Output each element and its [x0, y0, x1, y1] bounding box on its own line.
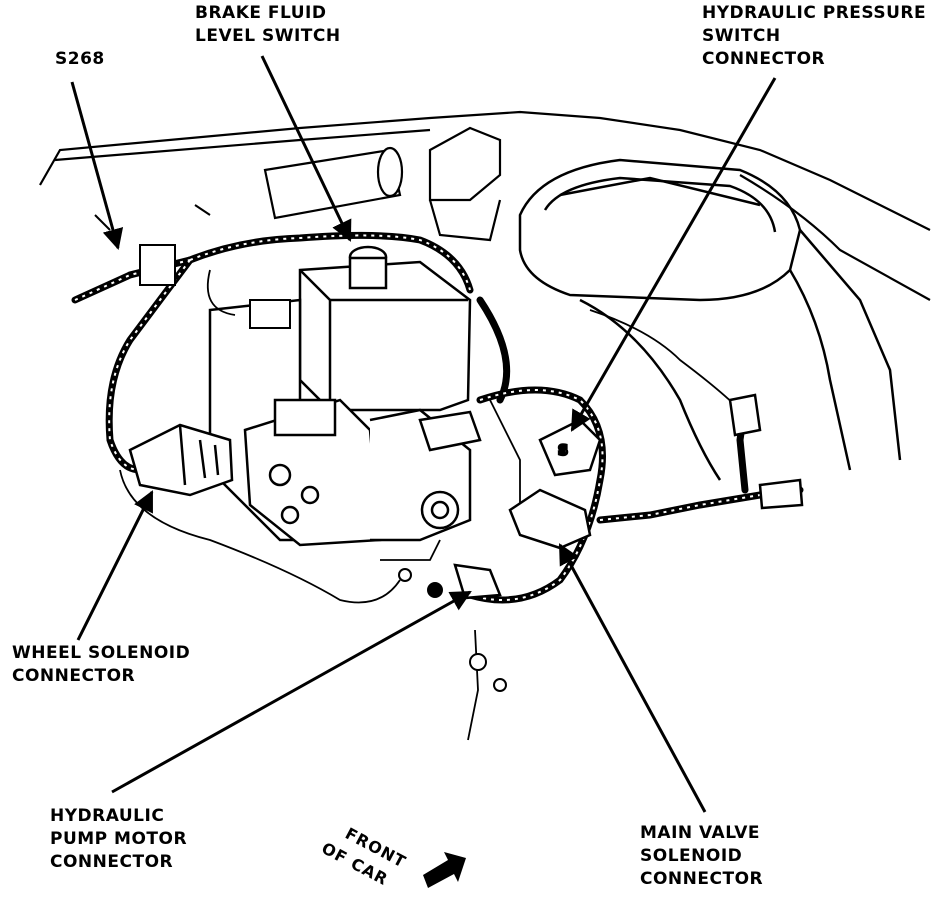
- hydraulic-pump-motor-connector-label: HYDRAULIC PUMP MOTOR CONNECTOR: [50, 806, 188, 872]
- valve-block: [208, 298, 482, 547]
- pressure-switch-leader: [570, 77, 777, 432]
- svg-text:S: S: [558, 443, 568, 459]
- s268-label: S268: [55, 49, 105, 69]
- fender-outline: [39, 110, 931, 301]
- accumulator: [263, 126, 502, 242]
- hydraulic-pressure-switch-label: HYDRAULIC PRESSURE SWITCH CONNECTOR: [702, 3, 927, 69]
- brake-fluid-leader: [260, 55, 352, 242]
- pump-motor-leader: [111, 590, 472, 794]
- wheel-solenoid-leader: [76, 490, 154, 641]
- pressure-switch-connector-shape: S: [538, 418, 602, 477]
- front-of-car-arrow: [423, 852, 466, 888]
- air-cleaner-housing: [518, 158, 902, 481]
- harness-detail: [74, 234, 801, 601]
- main-valve-leader: [558, 543, 707, 813]
- left-harness-clip: [94, 204, 211, 286]
- pump-motor-connector-shape: [453, 563, 502, 600]
- main-valve-connector-shape: [508, 488, 592, 550]
- fluid-switch-clip: [249, 299, 291, 329]
- leader-lines: [70, 55, 777, 813]
- ground-bolt: [398, 568, 507, 692]
- brake-fluid-level-switch-label: BRAKE FLUID LEVEL SWITCH: [195, 3, 341, 46]
- main-valve-solenoid-connector-label: MAIN VALVE SOLENOID CONNECTOR: [640, 823, 764, 889]
- brake-reservoir: [298, 245, 472, 412]
- s268-leader: [70, 81, 124, 251]
- wheel-solenoid-connector-label: WHEEL SOLENOID CONNECTOR: [12, 643, 191, 686]
- right-harness-end: [728, 393, 804, 510]
- wheel-solenoid-connector-shape: [128, 423, 234, 497]
